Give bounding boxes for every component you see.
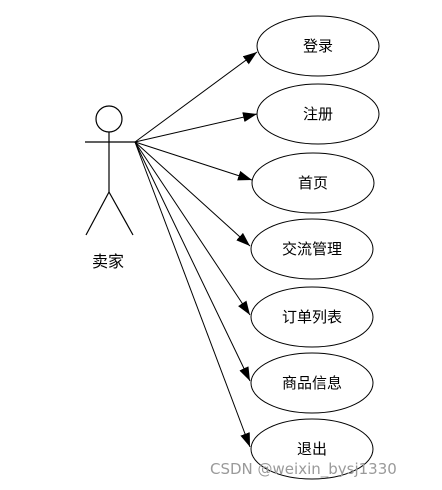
use-case-label: 首页: [298, 174, 328, 192]
use-case-order-list: 订单列表: [250, 286, 374, 348]
use-case-label: 交流管理: [282, 240, 342, 258]
association-arrow-home: [134, 141, 253, 181]
use-case-login: 登录: [256, 15, 380, 77]
use-case-exit: 退出: [250, 418, 374, 480]
use-case-label: 商品信息: [282, 374, 342, 392]
actor-label: 卖家: [92, 252, 125, 271]
association-arrow-exit: [134, 141, 251, 448]
associations: [134, 51, 258, 448]
use-case-register: 注册: [256, 83, 380, 145]
association-arrow-login: [134, 51, 258, 143]
watermark: CSDN @weixin_bysj1330: [210, 460, 397, 478]
association-arrow-products: [134, 141, 251, 382]
use-case-label: 登录: [303, 37, 333, 55]
actor-right-leg: [108, 191, 134, 236]
use-case-product-info: 商品信息: [250, 352, 374, 414]
association-arrow-communication: [134, 141, 251, 247]
actor-figure: [85, 105, 135, 236]
use-case-home: 首页: [251, 152, 375, 214]
actor-left-leg: [85, 191, 110, 236]
use-case-label: 订单列表: [282, 308, 342, 326]
actor-head: [95, 105, 123, 133]
association-arrow-orders: [134, 141, 251, 316]
use-case-label: 注册: [303, 105, 333, 123]
use-case-label: 退出: [297, 440, 327, 458]
use-case-communication-management: 交流管理: [250, 218, 374, 280]
association-arrow-register: [134, 112, 258, 143]
